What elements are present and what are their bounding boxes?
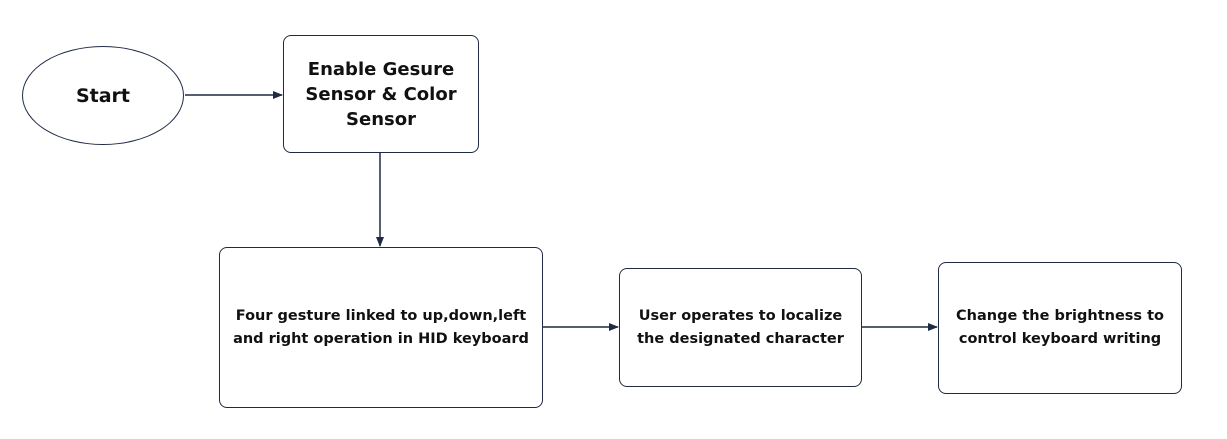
enable-sensors-node: Enable Gesure Sensor & Color Sensor [283, 35, 479, 153]
localize-character-node: User operates to localize the designated… [619, 268, 862, 387]
brightness-control-label: Change the brightness to control keyboar… [956, 308, 1164, 347]
localize-character-label: User operates to localize the designated… [637, 307, 844, 347]
gesture-mapping-node: Four gesture linked to up,down,left and … [219, 247, 543, 408]
start-node: Start [22, 46, 184, 145]
enable-sensors-label: Enable Gesure Sensor & Color Sensor [305, 58, 457, 130]
start-node-label: Start [75, 84, 131, 107]
gesture-mapping-label: Four gesture linked to up,down,left and … [233, 307, 529, 347]
brightness-control-node: Change the brightness to control keyboar… [938, 262, 1182, 394]
